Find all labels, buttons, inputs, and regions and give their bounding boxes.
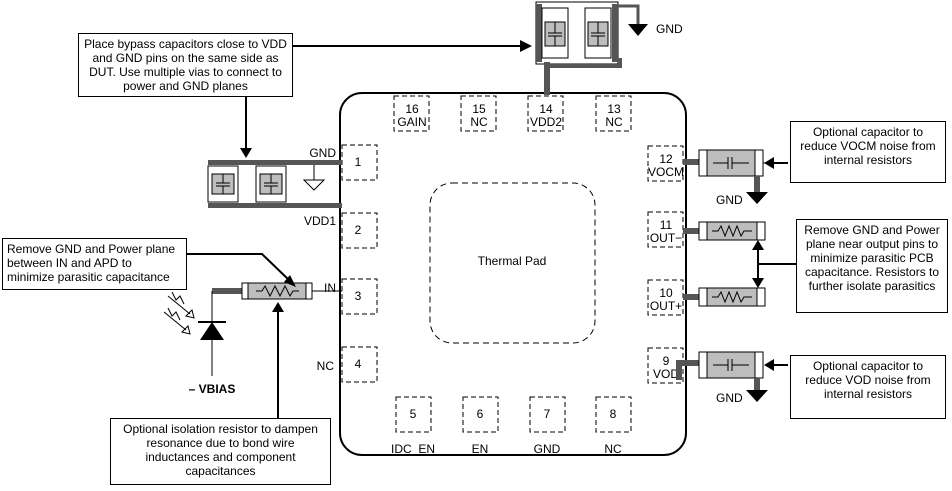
svg-text:VOD: VOD bbox=[653, 367, 679, 381]
svg-text:NC: NC bbox=[470, 115, 488, 129]
svg-text:5: 5 bbox=[410, 407, 417, 421]
vod-capacitor-callout: Optional capacitor to reduce VOD noise f… bbox=[790, 355, 946, 419]
svg-text:1: 1 bbox=[355, 155, 362, 169]
svg-text:VOCM: VOCM bbox=[648, 165, 684, 179]
svg-text:14: 14 bbox=[539, 102, 553, 116]
vocm-capacitor-callout: Optional capacitor to reduce VOCM noise … bbox=[790, 121, 946, 183]
top-pin-15: 15 NC bbox=[460, 95, 497, 132]
pin-label-vdd1: VDD1 bbox=[304, 214, 336, 228]
svg-text:15: 15 bbox=[472, 102, 486, 116]
bypass-capacitor-callout: Place bypass capacitors close to VDD and… bbox=[78, 33, 293, 97]
remove-plane-input-callout: Remove GND and Power plane between IN an… bbox=[2, 238, 187, 290]
left-bypass-capacitors bbox=[207, 160, 342, 208]
svg-text:9: 9 bbox=[663, 354, 670, 368]
bottom-pin-6: 6 bbox=[462, 396, 499, 433]
apd-photodiode bbox=[163, 291, 226, 376]
vod-capacitor bbox=[676, 351, 768, 402]
bottom-pin-8: 8 bbox=[595, 396, 632, 433]
svg-text:NC: NC bbox=[605, 115, 623, 129]
pin-label-en: EN bbox=[472, 442, 489, 456]
top-pin-14: 14 VDD2 bbox=[527, 95, 564, 132]
svg-text:12: 12 bbox=[659, 152, 673, 166]
thermal-pad bbox=[429, 182, 596, 344]
out-minus-resistor bbox=[683, 221, 766, 241]
svg-text:GAIN: GAIN bbox=[397, 115, 426, 129]
gnd-vod-label: GND bbox=[716, 391, 743, 405]
svg-text:6: 6 bbox=[477, 407, 484, 421]
top-bypass-capacitors bbox=[535, 1, 648, 95]
svg-text:16: 16 bbox=[405, 102, 419, 116]
left-pin-2: 2 bbox=[341, 212, 378, 249]
left-pin-4: 4 bbox=[341, 346, 378, 383]
gnd-vocm-label: GND bbox=[716, 193, 743, 207]
left-pin-3: 3 bbox=[341, 278, 378, 315]
output-plane-callout: Remove GND and Power plane near output p… bbox=[796, 219, 948, 313]
svg-text:OUT−: OUT− bbox=[650, 231, 682, 245]
out-plus-resistor bbox=[683, 287, 766, 307]
svg-text:7: 7 bbox=[544, 407, 551, 421]
gnd-top-label: GND bbox=[656, 22, 683, 36]
right-pin-11: 11 OUT− bbox=[647, 211, 684, 248]
isolation-resistor-callout: Optional isolation resistor to dampen re… bbox=[110, 418, 331, 485]
svg-text:4: 4 bbox=[355, 357, 362, 371]
pin-label-nc-bottom: NC bbox=[604, 442, 622, 456]
svg-text:2: 2 bbox=[355, 223, 362, 237]
pin-label-nc-left: NC bbox=[317, 359, 335, 373]
svg-text:VDD2: VDD2 bbox=[530, 115, 562, 129]
svg-text:8: 8 bbox=[610, 407, 617, 421]
bottom-pin-7: 7 bbox=[529, 396, 566, 433]
thermal-pad-label: Thermal Pad bbox=[478, 254, 547, 268]
chip-body bbox=[339, 92, 687, 456]
bottom-pin-5: 5 bbox=[395, 396, 432, 433]
pin-label-gnd-bottom: GND bbox=[534, 442, 561, 456]
vocm-capacitor bbox=[683, 149, 780, 204]
pin-label-in: IN bbox=[324, 281, 336, 295]
input-resistor bbox=[211, 282, 342, 340]
svg-text:3: 3 bbox=[355, 289, 362, 303]
top-pin-13: 13 NC bbox=[595, 95, 632, 132]
vbias-label: – VBIAS bbox=[189, 382, 236, 396]
top-pin-16: 16 GAIN bbox=[393, 95, 430, 132]
svg-text:13: 13 bbox=[607, 102, 621, 116]
svg-text:11: 11 bbox=[660, 218, 673, 232]
pin-label-idc-en: IDC_EN bbox=[391, 442, 435, 456]
pin-label-gnd-left: GND bbox=[309, 146, 336, 160]
svg-text:OUT+: OUT+ bbox=[650, 299, 682, 313]
svg-text:10: 10 bbox=[659, 286, 673, 300]
